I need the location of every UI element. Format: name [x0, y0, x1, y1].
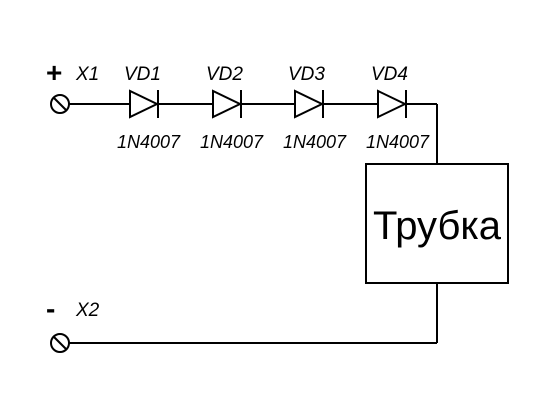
load-label: Трубка: [373, 204, 502, 248]
terminal-x1-slash: [52, 96, 68, 112]
diode-vd3-body: [294, 89, 325, 119]
diode-vd1-body: [129, 89, 160, 119]
diode-vd4-body: [377, 89, 408, 119]
diode-vd1: VD1 1N4007: [117, 64, 181, 152]
diode-vd2: VD2 1N4007: [200, 64, 264, 152]
diode-vd3-part: 1N4007: [283, 132, 347, 152]
terminal-x2-polarity: -: [46, 293, 55, 324]
diode-vd1-ref: VD1: [124, 64, 161, 85]
terminal-x1: + X1: [46, 57, 99, 114]
diode-vd4-ref: VD4: [371, 64, 408, 85]
diode-vd2-part: 1N4007: [200, 132, 264, 152]
terminal-x1-polarity: +: [46, 57, 62, 88]
terminal-x1-label: X1: [75, 64, 99, 85]
terminal-x2-slash: [52, 335, 68, 351]
diode-vd1-part: 1N4007: [117, 132, 181, 152]
diode-vd2-body: [212, 89, 243, 119]
diode-vd2-ref: VD2: [206, 64, 243, 85]
diode-vd3: VD3 1N4007: [283, 64, 347, 152]
diode-vd3-ref: VD3: [288, 64, 325, 85]
diode-vd4-part: 1N4007: [366, 132, 430, 152]
diode-vd4: VD4 1N4007: [366, 64, 430, 152]
load-tube: Трубка: [365, 163, 509, 284]
terminal-x2-label: X2: [75, 300, 100, 321]
